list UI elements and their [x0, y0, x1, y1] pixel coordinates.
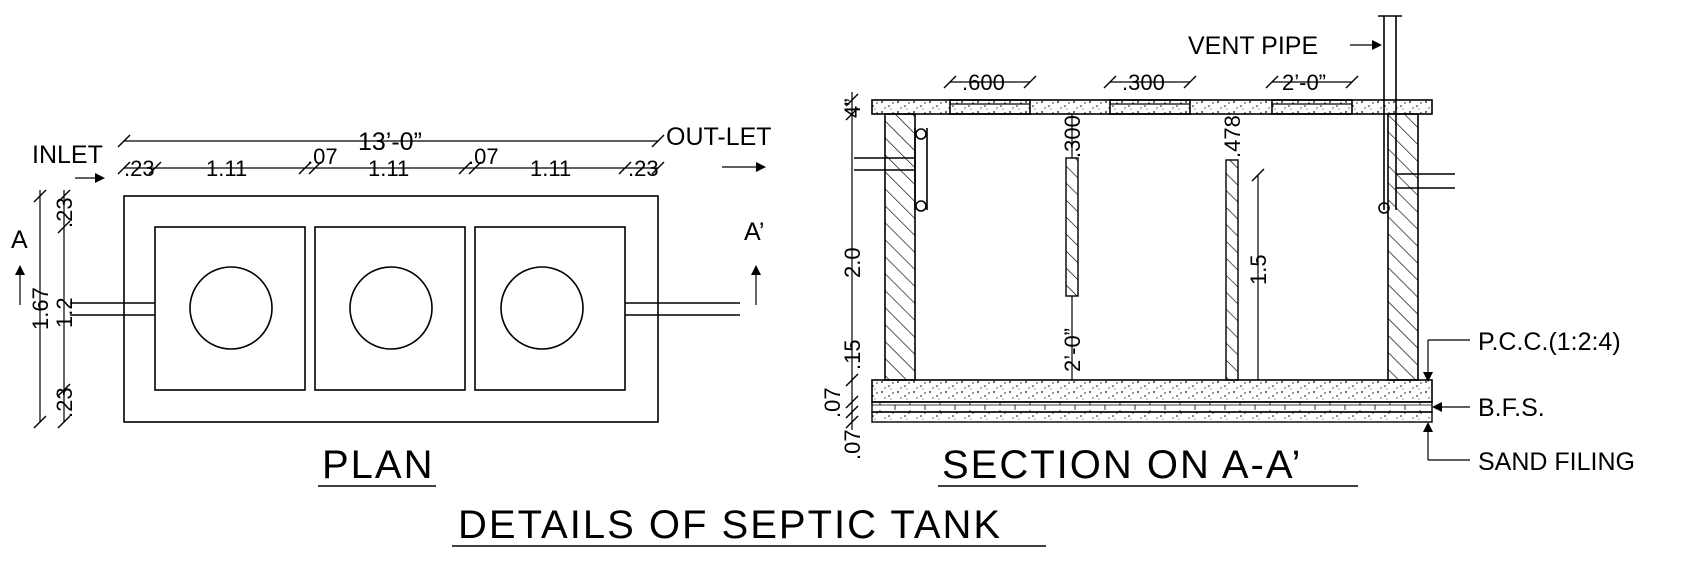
section-layer-dim-2: .07 — [840, 429, 865, 460]
section-top-slab — [871, 99, 1433, 115]
drawing-title: DETAILS OF SEPTIC TANK — [458, 503, 1002, 547]
section-baffle-height: 2’-0” — [1060, 328, 1085, 372]
plan-title: PLAN — [322, 443, 435, 487]
plan-dim-v-overall: 1.67 — [28, 287, 53, 330]
section-slab-thickness: 4” — [840, 98, 865, 118]
section-vent-pipe-label: VENT PIPE — [1188, 32, 1318, 60]
plan-view: 13’-0” .23 1.11 .07 1.11 .07 1.11 .23 IN… — [11, 123, 772, 487]
section-baffle-right — [1225, 159, 1239, 381]
section-layer-bfs — [871, 401, 1433, 413]
section-label-pcc: P.C.C.(1:2:4) — [1478, 328, 1621, 356]
section-baffle-right-height: 1.5 — [1246, 254, 1271, 285]
section-top-dim-3: 2’-0” — [1282, 70, 1326, 95]
section-baffle-left — [1065, 157, 1079, 297]
section-layer-dim-1: .07 — [820, 387, 845, 418]
section-label-sand: SAND FILING — [1478, 448, 1635, 476]
section-title: SECTION ON A-A’ — [942, 443, 1302, 487]
plan-dim-chamber-3: 1.11 — [530, 156, 571, 181]
plan-dim-chamber-1: 1.11 — [206, 156, 247, 181]
section-wall-left — [884, 113, 916, 381]
plan-dim-wall-left: .23 — [124, 156, 155, 181]
plan-chamber-2 — [314, 226, 466, 391]
section-top-dim-1: .600 — [962, 70, 1005, 95]
plan-dim-chamber-2: 1.11 — [368, 156, 409, 181]
plan-outer-wall — [123, 195, 659, 423]
plan-inlet-label: INLET — [32, 141, 103, 169]
plan-chamber-1 — [154, 226, 306, 391]
plan-dim-v-wall-top: .23 — [52, 197, 77, 228]
section-layer-sand — [871, 411, 1433, 423]
plan-section-mark-a-prime: A’ — [744, 218, 764, 246]
section-layer-pcc — [871, 379, 1433, 403]
plan-overall-length: 13’-0” — [358, 128, 422, 156]
section-depth-bottom: .15 — [840, 339, 865, 370]
plan-manhole-2 — [349, 266, 433, 350]
section-label-bfs: B.F.S. — [1478, 394, 1545, 422]
plan-manhole-3 — [500, 266, 584, 350]
plan-dim-baffle-2: .07 — [468, 144, 499, 169]
plan-chamber-3 — [474, 226, 626, 391]
plan-dim-baffle-1: .07 — [307, 144, 338, 169]
section-baffle-gap: .300 — [1060, 115, 1085, 158]
plan-dim-v-wall-bottom: .23 — [52, 387, 77, 418]
plan-dim-wall-right: .23 — [628, 156, 659, 181]
plan-manhole-1 — [189, 266, 273, 350]
plan-section-mark-a: A — [11, 226, 28, 254]
section-wall-right — [1387, 113, 1419, 381]
section-baffle-right-top: .478 — [1220, 115, 1245, 158]
section-top-dim-2: .300 — [1122, 70, 1165, 95]
plan-outlet-label: OUT-LET — [666, 123, 772, 151]
section-view: VENT PIPE .600 .300 2’-0” — [820, 15, 1635, 487]
plan-dim-v-inner: 1.2 — [52, 297, 77, 328]
section-depth-total: 2.0 — [840, 247, 865, 278]
